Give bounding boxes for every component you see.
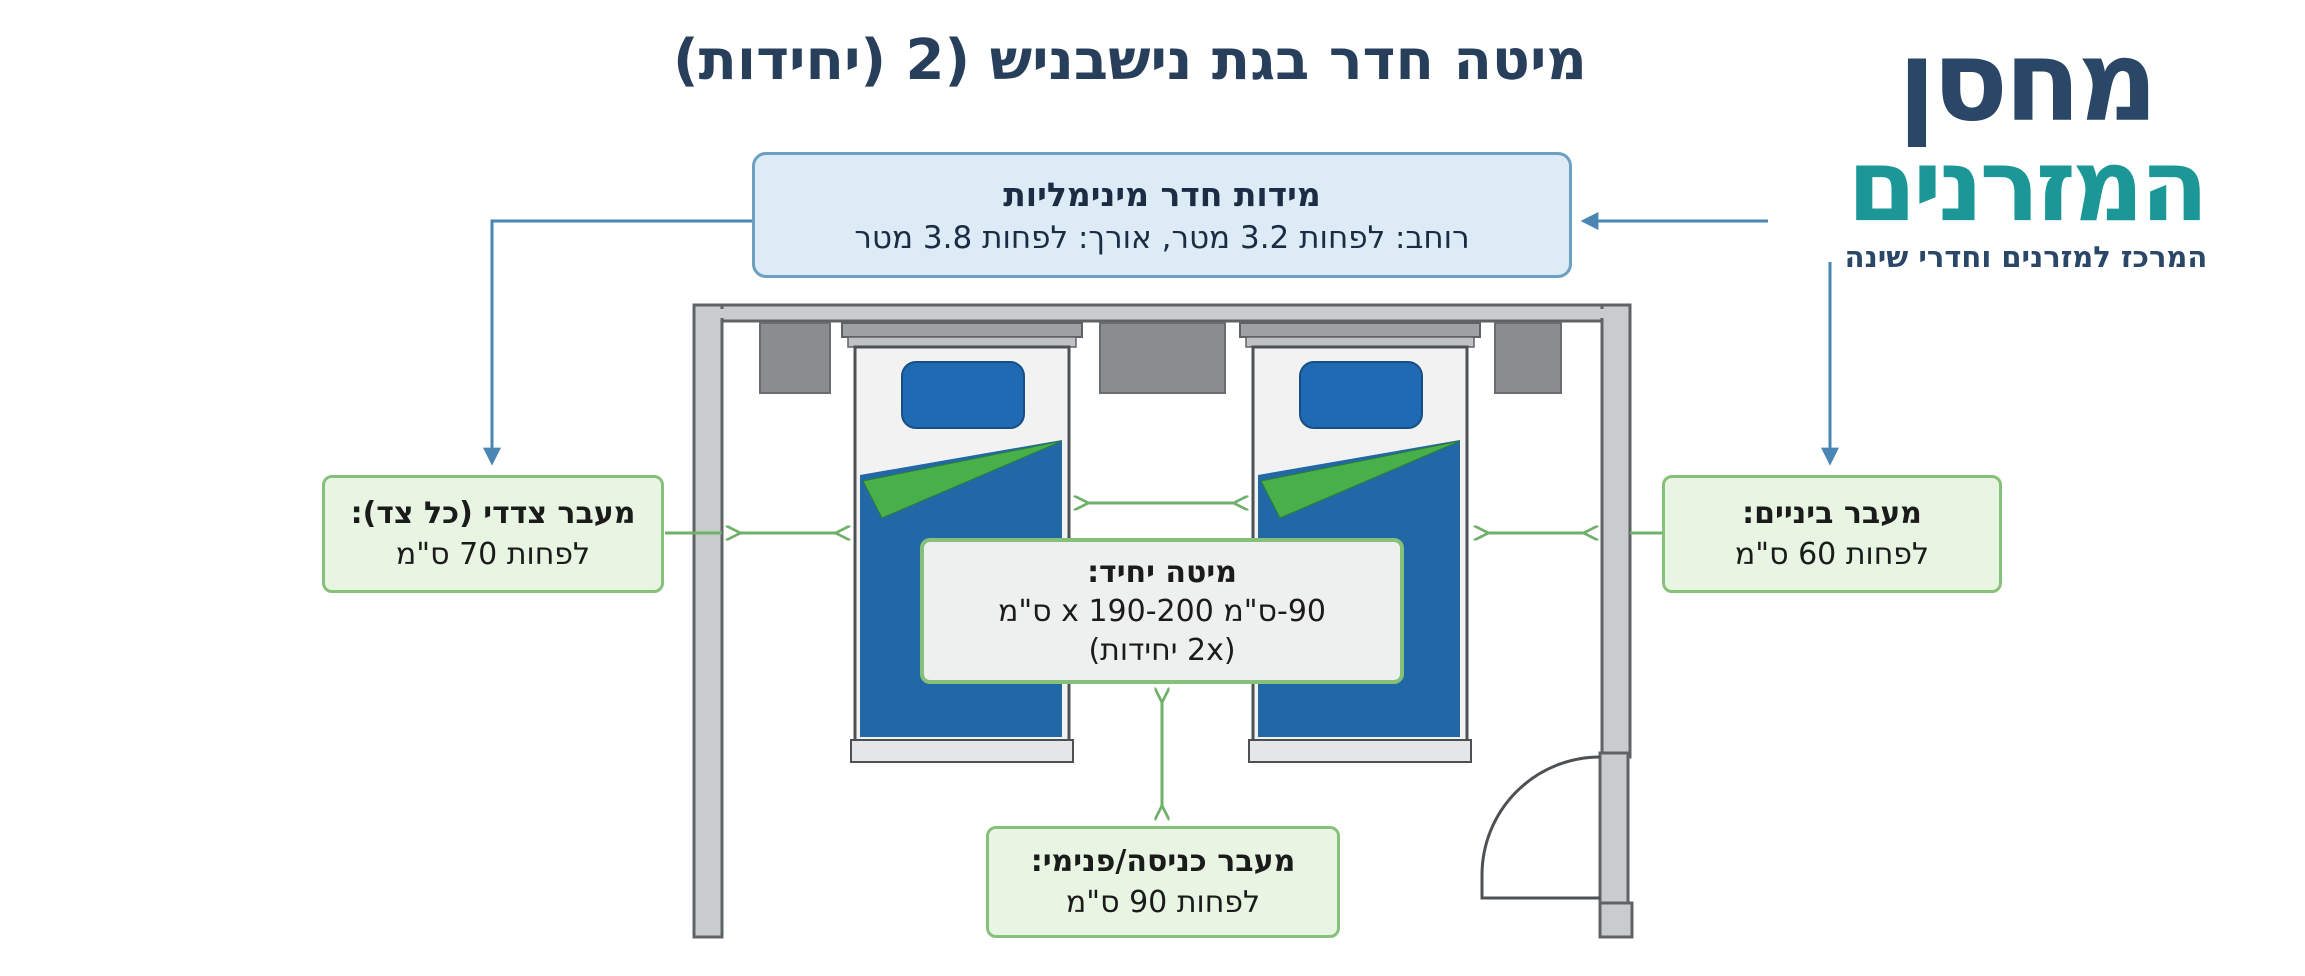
right-wall <box>1600 303 1632 759</box>
mattress-base <box>850 739 1074 763</box>
middle-aisle-text: לפחות 60 ס"מ <box>1734 537 1930 572</box>
arrow-to-side-aisle <box>483 219 752 466</box>
door-panel <box>1598 751 1630 905</box>
door <box>1480 751 1634 939</box>
room-walls <box>692 303 1632 939</box>
nightstand-left <box>759 322 831 394</box>
door-stopper <box>1598 901 1634 939</box>
headboard <box>1239 322 1481 338</box>
entry-aisle-title: מעבר כניסה/פנימי: <box>1030 844 1296 879</box>
nightstand-right <box>1494 322 1562 394</box>
page-title: מיטה חדר בגת נישבניש (2 (יחידות) <box>673 28 1587 93</box>
middle-aisle-box: מעבר ביניים: לפחות 60 ס"מ <box>1662 475 2002 593</box>
right-wall-top-fill <box>698 309 1626 318</box>
logo-tagline: המרכז למזרנים וחדרי שינה <box>1844 240 2208 274</box>
nightstands <box>759 322 1562 394</box>
logo-line-2: המזרנים <box>1847 127 2209 244</box>
room-dimensions-box: מידות חדר מינימליות רוחב: לפחות 3.2 מטר,… <box>752 152 1572 278</box>
room-dimensions-text: רוחב: לפחות 3.2 מטר, אורך: לפחות 3.8 מטר <box>854 219 1470 256</box>
nightstand-middle <box>1099 322 1226 394</box>
entry-aisle-box: מעבר כניסה/פנימי: לפחות 90 ס"מ <box>986 826 1340 938</box>
single-bed-box: מיטה יחיד: 90-ס"מ x 190-200 ס"מ (2x יחיד… <box>920 538 1404 684</box>
connector-arrows <box>483 212 1839 466</box>
logo-line-1: מחסן <box>1897 17 2159 147</box>
side-aisle-text: לפחות 70 ס"מ <box>395 537 591 572</box>
sheet-fold <box>1260 440 1461 519</box>
entry-aisle-text: לפחות 90 ס"מ <box>1065 885 1261 920</box>
left-wall <box>692 303 724 939</box>
pillow <box>901 361 1025 429</box>
single-bed-size: 90-ס"מ x 190-200 ס"מ <box>997 593 1327 629</box>
single-bed-title: מיטה יחיד: <box>1087 554 1237 590</box>
middle-aisle-title: מעבר ביניים: <box>1742 496 1922 531</box>
door-swing-arc <box>1480 755 1601 900</box>
brand-logo: מחסן המזרנים המרכז למזרנים וחדרי שינה <box>1761 17 2291 274</box>
side-aisle-title: מעבר צדדי (כל צד): <box>350 496 636 531</box>
measure-arrows <box>665 503 1662 808</box>
side-aisle-box: מעבר צדדי (כל צד): לפחות 70 ס"מ <box>322 475 664 593</box>
room-dimensions-title: מידות חדר מינימליות <box>1003 174 1321 214</box>
pillow <box>1299 361 1423 429</box>
single-bed-qty: (2x יחידות) <box>1088 632 1236 668</box>
sheet-fold <box>862 440 1063 519</box>
mattress-base <box>1248 739 1472 763</box>
headboard <box>841 322 1083 338</box>
